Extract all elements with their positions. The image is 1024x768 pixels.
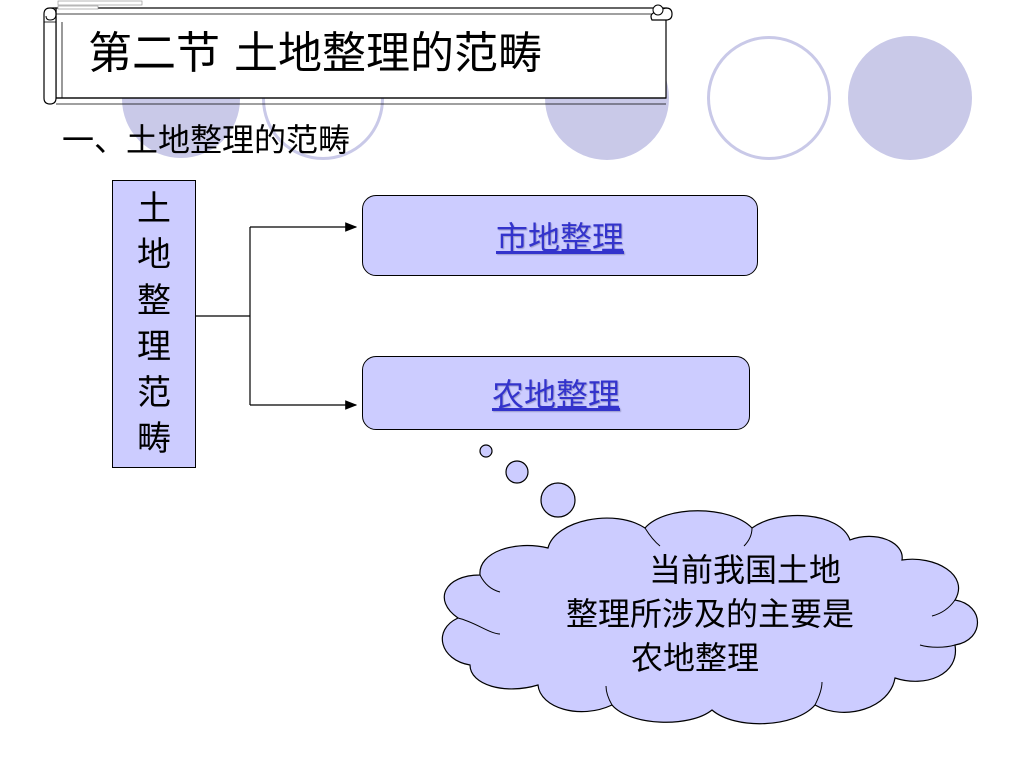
urban-land-link[interactable]: 市地整理 bbox=[495, 218, 624, 257]
slide-title: 第二节 土地整理的范畴 bbox=[88, 28, 542, 79]
thought-line-3: 农地整理 bbox=[630, 639, 759, 677]
land-consolidation-scope-box: 土 地 整 理 范 畴 bbox=[112, 180, 196, 468]
vertical-char: 整 bbox=[137, 281, 171, 321]
thought-line-2: 整理所涉及的主要是 bbox=[565, 595, 854, 633]
vertical-char: 范 bbox=[137, 373, 171, 413]
decor-circle-5 bbox=[848, 36, 972, 160]
decor-circle-4 bbox=[707, 36, 831, 160]
slide-subtitle: 一、土地整理的范畴 bbox=[62, 121, 351, 159]
urban-land-box: 市地整理 bbox=[362, 195, 758, 276]
vertical-char: 土 bbox=[137, 189, 171, 229]
vertical-char: 地 bbox=[137, 235, 171, 275]
vertical-char: 畴 bbox=[137, 419, 171, 459]
rural-land-box: 农地整理 bbox=[362, 356, 750, 430]
thought-cloud-text: 当前我国土地 整理所涉及的主要是 农地整理 bbox=[520, 548, 900, 680]
vertical-char: 理 bbox=[137, 327, 171, 367]
thought-line-1: 当前我国土地 bbox=[648, 551, 841, 589]
rural-land-link[interactable]: 农地整理 bbox=[491, 376, 620, 414]
